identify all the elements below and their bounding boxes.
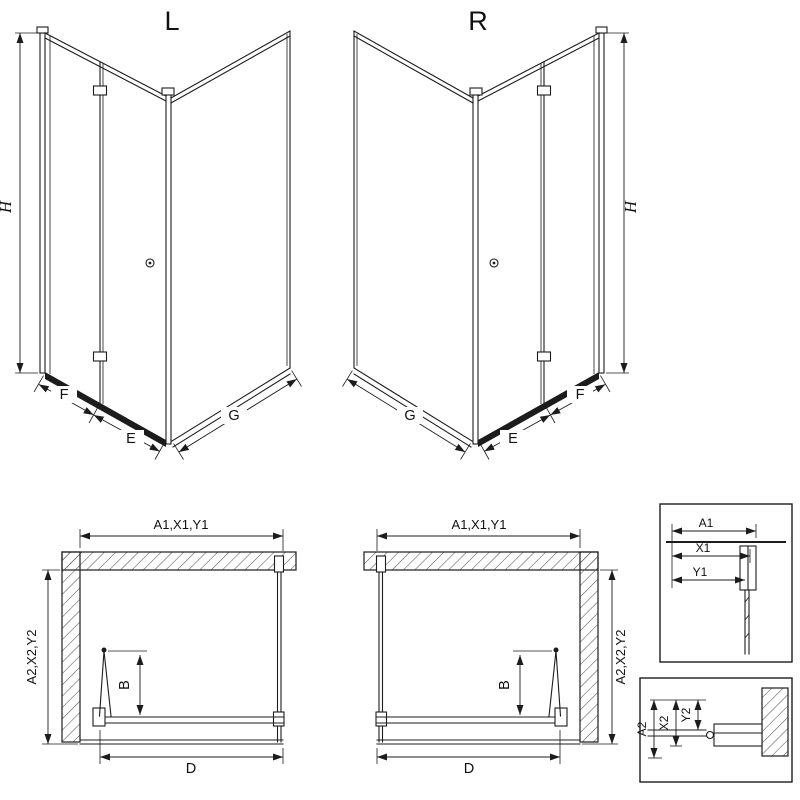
dimension-width-plan-r: A1,X1,Y1 (376, 517, 581, 551)
dimension-height-l: H (0, 32, 38, 374)
dim-label-x1-detail: X1 (696, 541, 711, 555)
wall-connector (375, 555, 387, 573)
dim-label-width-plan-r: A1,X1,Y1 (452, 517, 507, 532)
corner-post (165, 93, 172, 445)
wall-profile (598, 32, 605, 374)
dim-label-b-plan-r: B (497, 680, 513, 690)
view-title-l: L (164, 6, 179, 36)
view-title-r: R (468, 6, 488, 36)
dimension-door-projection-l: B (108, 650, 147, 715)
dim-label-h-l: H (0, 200, 15, 214)
wall-section (761, 687, 789, 757)
dim-label-g-r: G (404, 408, 415, 424)
dimension-front-l: F E (33, 375, 165, 460)
hinge-bottom (92, 351, 108, 362)
plan-view-left: A1,X1,Y1 A2,X2,Y2 B D (24, 517, 297, 777)
detail-frame (639, 677, 793, 783)
dim-label-depth-plan-l: A2,X2,Y2 (24, 630, 39, 685)
wall-profile (39, 32, 46, 374)
door-pivot (101, 647, 107, 653)
dim-label-d-plan-r: D (464, 761, 474, 777)
dim-label-y1-detail: Y1 (693, 565, 708, 579)
dimension-front-r: F E (479, 375, 611, 460)
dimension-front-plan-l: D (99, 730, 284, 777)
dimension-side-l: G (173, 370, 302, 460)
corner-fitting (272, 711, 285, 727)
dim-label-g-l: G (228, 408, 239, 424)
dimension-depth-plan-l: A2,X2,Y2 (24, 569, 78, 745)
bottom-profile-section (713, 723, 763, 747)
dimension-door-projection-r: B (497, 650, 552, 715)
hinge-bottom (536, 351, 552, 362)
door-wall-profile (554, 707, 568, 727)
wall-right (579, 551, 599, 743)
door-track (45, 372, 166, 447)
dim-label-width-plan-l: A1,X1,Y1 (154, 517, 209, 532)
dim-label-b-plan-l: B (117, 680, 133, 690)
door-wall-profile (92, 707, 106, 727)
door-knob (489, 258, 499, 268)
corner-post (472, 93, 479, 445)
dim-label-d-plan-l: D (186, 761, 196, 777)
dimension-depth-plan-r: A2,X2,Y2 (582, 569, 628, 745)
wall-top (61, 551, 297, 571)
dim-label-f-r: F (576, 387, 585, 403)
dim-label-e-l: E (126, 431, 136, 447)
dim-label-x2-detail: X2 (657, 715, 671, 730)
detail-depth-profile: A2 X2 Y2 (635, 677, 793, 783)
door-pivot (553, 647, 559, 653)
detail-width-profile: A1 X1 Y1 (659, 503, 793, 663)
dim-label-f-l: F (60, 387, 69, 403)
plan-view-right: A1,X1,Y1 A2,X2,Y2 B D (363, 517, 628, 777)
dimension-width-plan-l: A1,X1,Y1 (79, 517, 284, 551)
door-track (478, 372, 599, 447)
profile-roller (705, 730, 715, 740)
hinge-top (536, 85, 552, 96)
hinge-top (92, 85, 108, 96)
wall-connector (273, 555, 285, 573)
wall-bracket (595, 26, 608, 34)
door-knob (145, 258, 155, 268)
detail-frame (659, 503, 793, 663)
dimension-height-r: H (606, 32, 640, 374)
dim-label-h-r: H (621, 200, 640, 214)
folded-door-leaf (555, 650, 562, 717)
dimension-side-r: G (342, 370, 471, 460)
dim-label-y2-detail: Y2 (679, 707, 693, 722)
wall-bracket (36, 26, 49, 34)
perspective-view-left: L H (0, 6, 302, 460)
dimension-front-plan-r: D (376, 730, 561, 777)
corner-fitting (375, 711, 388, 727)
wall-top (363, 551, 599, 571)
dim-label-depth-plan-r: A2,X2,Y2 (613, 630, 628, 685)
perspective-view-right: R H (342, 6, 640, 460)
dim-label-e-r: E (508, 431, 518, 447)
dim-label-a1-detail: A1 (699, 516, 714, 530)
folded-door-leaf (98, 650, 105, 717)
wall-left (61, 551, 81, 743)
dim-label-a2-detail: A2 (635, 721, 649, 736)
